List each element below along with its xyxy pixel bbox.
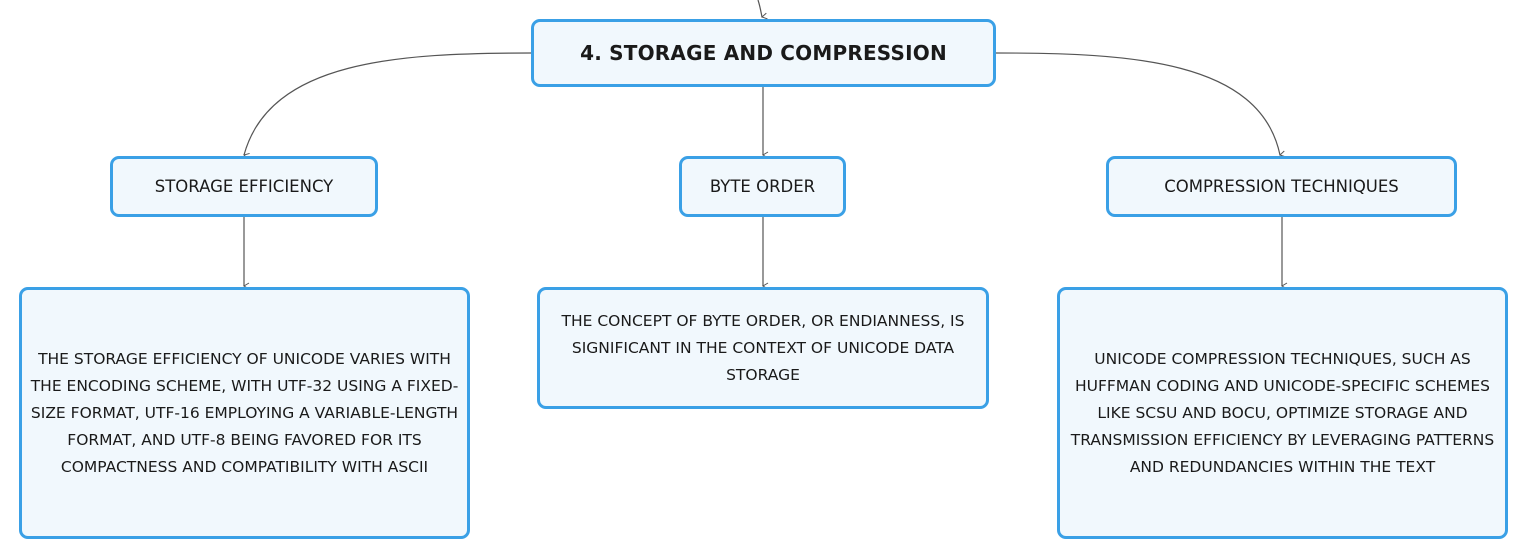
detail-node-text: THE CONCEPT OF BYTE ORDER, OR ENDIANNESS… — [561, 311, 965, 384]
branch-node-label: COMPRESSION TECHNIQUES — [1164, 177, 1399, 196]
root-node-label: 4. STORAGE AND COMPRESSION — [580, 41, 947, 65]
branch-node-compression-techniques[interactable]: COMPRESSION TECHNIQUES — [1106, 156, 1457, 217]
branch-node-label: STORAGE EFFICIENCY — [154, 177, 334, 196]
detail-node-compression-techniques[interactable]: UNICODE COMPRESSION TECHNIQUES, SUCH AS … — [1057, 287, 1508, 539]
root-node[interactable]: 4. STORAGE AND COMPRESSION — [531, 19, 996, 87]
detail-node-byte-order[interactable]: THE CONCEPT OF BYTE ORDER, OR ENDIANNESS… — [537, 287, 989, 409]
branch-node-byte-order[interactable]: BYTE ORDER — [679, 156, 846, 217]
detail-node-text: THE STORAGE EFFICIENCY OF UNICODE VARIES… — [30, 349, 459, 476]
connector-root-to-storage-efficiency — [243, 52, 532, 160]
branch-node-storage-efficiency[interactable]: STORAGE EFFICIENCY — [110, 156, 378, 217]
branch-node-label: BYTE ORDER — [709, 177, 816, 196]
detail-node-text: UNICODE COMPRESSION TECHNIQUES, SUCH AS … — [1070, 349, 1495, 476]
connector-parent-to-root — [757, 0, 768, 20]
detail-node-storage-efficiency[interactable]: THE STORAGE EFFICIENCY OF UNICODE VARIES… — [19, 287, 470, 539]
connector-root-to-compression-techniques — [995, 52, 1286, 158]
